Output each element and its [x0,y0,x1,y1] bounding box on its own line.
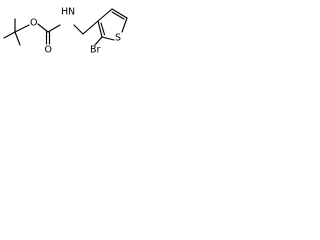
bond-sulfur-c5 [121,17,128,33]
bond-c4-c3-ring [97,8,113,22]
bond-c2-c3 [97,20,103,38]
atom-label-sulfur: S [115,33,121,44]
bond-ester-oxygen-carbonyl-carbon [37,23,49,33]
bond-quaternary-carbon-oxygen [14,24,30,33]
thiophene-ring [94,8,128,46]
bond-c3-sulfur [101,36,115,41]
tert-butyl-group [3,18,30,46]
bond-nitrogen-methylene [73,24,84,35]
atom-label-bromine: Br [90,45,101,56]
atom-label-hydrogen: H [61,7,68,18]
bond-inner-double-c2-c3 [100,22,106,36]
carbamate-group [37,23,84,45]
bond-methylene-thiophene [82,20,99,35]
atom-label-ester-oxygen: O [30,18,37,29]
bond-methyl-left [3,31,16,39]
chemical-structure: O O H N S Br [3,7,128,56]
bond-ring-bromine [94,36,103,46]
bond-c5-c4 [111,8,128,19]
bond-methyl-bottom [14,31,21,46]
bond-inner-double-c4-c5 [111,11,125,20]
bond-carbonyl-carbon-nitrogen [47,24,61,33]
atom-label-carbonyl-oxygen: O [45,45,52,56]
atom-label-nitrogen: N [68,7,75,18]
